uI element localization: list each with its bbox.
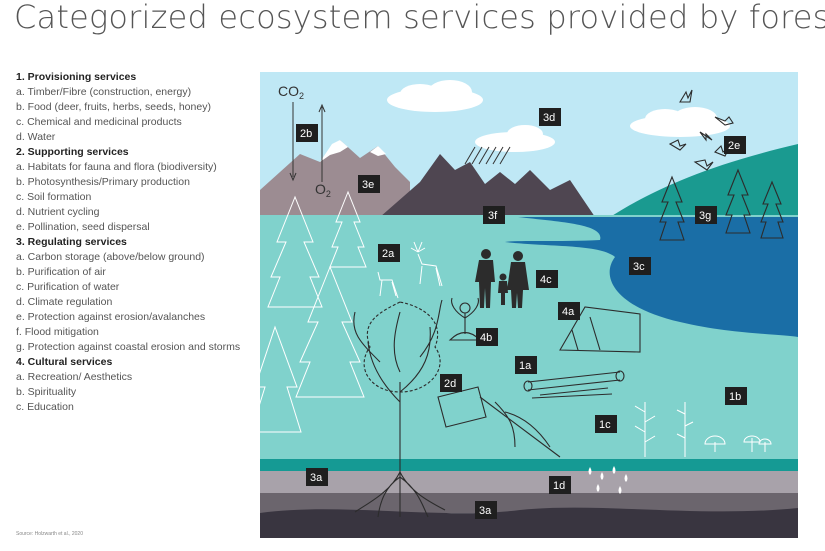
log-pile-icon xyxy=(523,370,625,399)
coastal-hill xyxy=(610,144,798,217)
tag-3g: 3g xyxy=(695,206,717,224)
section-title: 4. Cultural services xyxy=(16,356,113,368)
lake-water xyxy=(505,217,798,337)
svg-text:1a: 1a xyxy=(519,360,532,372)
svg-text:3a: 3a xyxy=(310,472,323,484)
legend-item: g. Protection against coastal erosion an… xyxy=(16,341,241,353)
legend-item: b. Photosynthesis/Primary production xyxy=(16,176,190,188)
section-title: 1. Provisioning services xyxy=(16,71,137,83)
tag-4c: 4c xyxy=(536,270,558,288)
co2-label: CO2 xyxy=(278,83,304,101)
soil-grass-band xyxy=(260,459,798,471)
soil-mid-layer xyxy=(260,493,798,513)
tag-2d: 2d xyxy=(440,374,462,392)
soil-light-layer xyxy=(260,471,798,493)
large-tree-with-roots xyxy=(353,299,446,518)
legend-item: d. Nutrient cycling xyxy=(16,206,100,218)
svg-text:2e: 2e xyxy=(728,140,740,152)
tag-3f: 3f xyxy=(483,206,505,224)
tag-3a-bottom: 3a xyxy=(475,501,497,519)
co2-o2-exchange: CO2 O2 xyxy=(278,83,331,199)
clouds xyxy=(387,80,730,152)
mountain-front xyxy=(380,154,595,217)
tag-3a-top: 3a xyxy=(306,468,328,486)
legend-item: d. Climate regulation xyxy=(16,296,113,308)
svg-text:3e: 3e xyxy=(362,179,374,191)
section-title: 2. Supporting services xyxy=(16,146,129,158)
svg-text:3a: 3a xyxy=(479,505,492,517)
water-drops-icon xyxy=(588,466,628,494)
legend-item: b. Purification of air xyxy=(16,266,106,278)
forest-trees xyxy=(260,190,367,433)
legend-item: a. Timber/Fibre (construction, energy) xyxy=(16,86,192,98)
legend-item: f. Flood mitigation xyxy=(16,326,99,338)
legend-item: b. Spirituality xyxy=(16,386,77,398)
soil-dark-layer xyxy=(260,507,798,538)
svg-text:3f: 3f xyxy=(488,210,498,222)
page-title: Categorized ecosystem services provided … xyxy=(14,0,825,36)
tag-1d: 1d xyxy=(549,476,571,494)
mountain-back xyxy=(260,140,410,217)
deer-icon xyxy=(377,241,443,299)
legend-item: d. Water xyxy=(16,131,56,143)
tag-1a: 1a xyxy=(515,356,537,374)
tag-1c: 1c xyxy=(595,415,617,433)
svg-text:1b: 1b xyxy=(729,391,741,403)
tag-4b: 4b xyxy=(476,328,498,346)
svg-text:1d: 1d xyxy=(553,480,565,492)
legend-item: e. Pollination, seed dispersal xyxy=(16,221,150,233)
tag-2e: 2e xyxy=(724,136,746,154)
meditation-figure-icon xyxy=(448,297,482,341)
legend-item: c. Soil formation xyxy=(16,191,92,203)
svg-text:4b: 4b xyxy=(480,332,492,344)
legend-item: b. Food (deer, fruits, herbs, seeds, hon… xyxy=(16,101,211,113)
tag-2b: 2b xyxy=(296,124,318,142)
svg-text:2d: 2d xyxy=(444,378,456,390)
svg-text:4c: 4c xyxy=(540,274,552,286)
legend-item: a. Habitats for fauna and flora (biodive… xyxy=(16,161,217,173)
svg-text:1c: 1c xyxy=(599,419,611,431)
services-legend: 1. Provisioning services a. Timber/Fibre… xyxy=(16,70,261,415)
legend-item: a. Recreation/ Aesthetics xyxy=(16,371,133,383)
felled-tree-icon xyxy=(437,386,561,458)
source-note: Source: Holzwarth et al., 2020 xyxy=(16,531,83,537)
legend-item: a. Carbon storage (above/below ground) xyxy=(16,251,205,263)
snow-caps xyxy=(320,140,386,162)
bat-icon xyxy=(668,89,734,171)
svg-text:2a: 2a xyxy=(382,248,395,260)
legend-item: c. Chemical and medicinal products xyxy=(16,116,182,128)
tent-icon xyxy=(559,306,641,353)
svg-text:3g: 3g xyxy=(699,210,711,222)
tag-3d: 3d xyxy=(539,108,561,126)
plants-and-mushrooms-icon xyxy=(634,402,772,457)
legend-section-supporting: 2. Supporting services a. Habitats for f… xyxy=(16,145,261,235)
legend-item: c. Education xyxy=(16,401,74,413)
tag-3e: 3e xyxy=(358,175,380,193)
svg-text:3c: 3c xyxy=(633,261,645,273)
legend-section-regulating: 3. Regulating services a. Carbon storage… xyxy=(16,235,261,355)
tag-3c: 3c xyxy=(629,257,651,275)
rain-icon xyxy=(464,146,511,165)
o2-label: O2 xyxy=(315,181,331,199)
legend-item: c. Purification of water xyxy=(16,281,120,293)
tag-4a: 4a xyxy=(558,302,580,320)
svg-text:3d: 3d xyxy=(543,112,555,124)
legend-item: e. Protection against erosion/avalanches xyxy=(16,311,206,323)
section-title: 3. Regulating services xyxy=(16,236,127,248)
svg-text:2b: 2b xyxy=(300,128,312,140)
legend-section-cultural: 4. Cultural services a. Recreation/ Aest… xyxy=(16,355,261,415)
svg-text:4a: 4a xyxy=(562,306,575,318)
tag-2a: 2a xyxy=(378,244,400,262)
tag-1b: 1b xyxy=(725,387,747,405)
legend-section-provisioning: 1. Provisioning services a. Timber/Fibre… xyxy=(16,70,261,145)
conifer-tree-icon xyxy=(659,168,784,241)
family-silhouette-icon xyxy=(475,249,529,308)
forest-scene-illustration: CO2 O2 xyxy=(260,72,798,538)
